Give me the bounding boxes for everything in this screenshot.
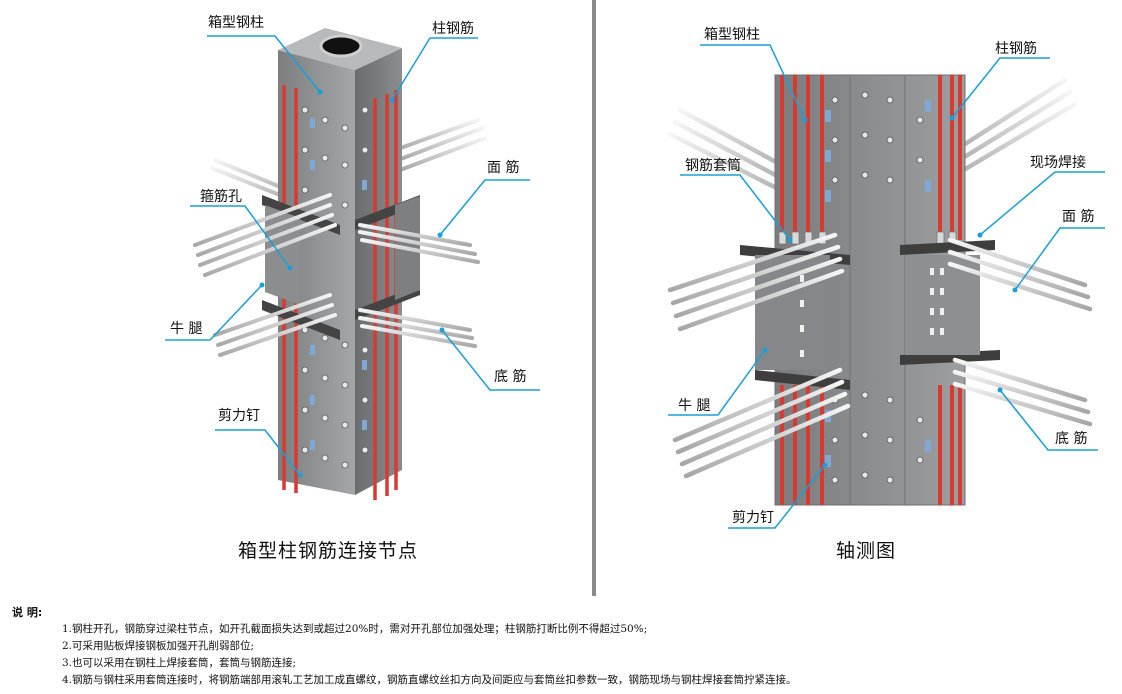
- blue-plates: [310, 118, 367, 450]
- label-box-steel-column: 箱型钢柱: [208, 15, 264, 31]
- label-rebar-sleeve: 钢筋套筒: [685, 158, 741, 174]
- note-item: 2.可采用贴板焊接钢板加强开孔削弱部位;: [62, 640, 255, 652]
- rebar-bundles-front: [193, 193, 480, 357]
- callout-lines: [165, 35, 540, 476]
- panel-divider: [592, 0, 596, 596]
- bracket-holes: [800, 268, 944, 357]
- label-column-rebar: 柱钢筋: [995, 41, 1037, 57]
- axonometric-illustration: [667, 44, 1105, 529]
- notes-section: 说 明: 1.钢柱开孔，钢筋穿过梁柱节点，如开孔截面损失达到或超过20%时，需对…: [12, 604, 1112, 689]
- label-top-rebar: 面 筋: [487, 160, 520, 176]
- notes-title: 说 明:: [12, 606, 43, 619]
- label-bottom-rebar: 底 筋: [1055, 431, 1088, 447]
- callout-dots: [762, 115, 1018, 468]
- left-caption: 箱型柱钢筋连接节点: [238, 540, 419, 562]
- label-shear-stud: 剪力钉: [218, 408, 260, 424]
- note-item: 4.钢筋与钢柱采用套筒连接时，将钢筋端部用滚轧工艺加工成直螺纹，钢筋直螺纹丝扣方…: [62, 674, 797, 686]
- note-item: 3.也可以采用在钢柱上焊接套筒，套筒与钢筋连接;: [62, 657, 297, 669]
- box-column-joint-illustration: [165, 28, 540, 500]
- rebar-front-bundles: [667, 232, 1093, 479]
- label-bracket: 牛 腿: [678, 398, 711, 414]
- right-caption: 轴测图: [836, 540, 897, 562]
- callout-lines: [668, 44, 1105, 529]
- label-shear-stud: 剪力钉: [732, 510, 774, 526]
- label-site-weld: 现场焊接: [1030, 155, 1086, 171]
- note-item: 1.钢柱开孔，钢筋穿过梁柱节点，如开孔截面损失达到或超过20%时，需对开孔部位加…: [62, 623, 648, 635]
- label-box-steel-column: 箱型钢柱: [704, 27, 760, 43]
- right-figure-panel: 箱型钢柱 柱钢筋 钢筋套筒 现场焊接 面 筋 牛 腿 底 筋 剪力钉 轴测图: [600, 0, 1122, 600]
- label-column-rebar: 柱钢筋: [432, 21, 474, 37]
- left-figure-panel: 箱型钢柱 柱钢筋 面 筋 箍筋孔 牛 腿 底 筋 剪力钉 箱型柱钢筋连接节点: [0, 0, 590, 600]
- column-rebars: [780, 75, 962, 505]
- notes-list: 1.钢柱开孔，钢筋穿过梁柱节点，如开孔截面损失达到或超过20%时，需对开孔部位加…: [12, 621, 1112, 689]
- label-top-rebar: 面 筋: [1062, 209, 1095, 225]
- label-bracket: 牛 腿: [170, 321, 203, 337]
- callout-dots: [259, 89, 445, 478]
- shear-studs: [301, 106, 369, 469]
- bracket-plates: [740, 240, 1000, 390]
- label-stirrup-hole: 箍筋孔: [200, 189, 242, 205]
- label-bottom-rebar: 底 筋: [494, 369, 527, 385]
